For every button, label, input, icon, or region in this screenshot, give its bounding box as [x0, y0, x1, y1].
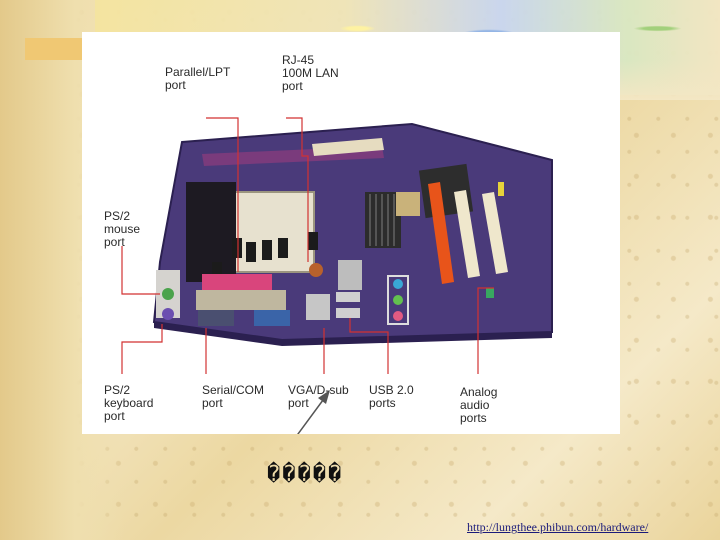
- leader-lines: [121, 117, 494, 374]
- audio-jack-green: [393, 295, 403, 305]
- leader-ps2-mouse: [121, 246, 160, 295]
- arrow-line: [297, 395, 327, 434]
- memory-slot-2: [312, 138, 384, 156]
- pci-slot-orange: [428, 182, 454, 284]
- accent-stripe: [25, 38, 87, 60]
- slide-caption: �����: [267, 462, 344, 487]
- ps2-keyboard-connector: [162, 308, 174, 320]
- leader-parallel: [206, 117, 239, 272]
- audio-jack-pink: [393, 311, 403, 321]
- chip-gold: [396, 192, 420, 216]
- leader-usb: [349, 318, 389, 374]
- usb-port-2: [336, 308, 360, 318]
- label-usb-ports: USB 2.0 ports: [369, 383, 414, 410]
- vga-port-connector: [254, 310, 290, 326]
- motherboard-diagram: [121, 117, 553, 434]
- leader-audio: [477, 287, 494, 374]
- serial-port-connector: [198, 310, 234, 326]
- label-ps2-keyboard-port: PS/2 keyboard port: [104, 383, 154, 423]
- label-audio-ports: Analog audio ports: [460, 385, 498, 425]
- ps2-mouse-connector: [162, 288, 174, 300]
- source-url-link[interactable]: http://lungthee.phibun.com/hardware/: [467, 520, 649, 534]
- label-ps2-mouse-port: PS/2 mouse port: [104, 209, 141, 249]
- leader-ps2-keyboard: [121, 324, 163, 374]
- pci-slot-1: [454, 190, 480, 278]
- motherboard-edge: [154, 322, 552, 346]
- parallel-port-connector: [202, 274, 272, 292]
- label-rj45-port: RJ-45 100M LAN port: [282, 53, 339, 93]
- pci-slot-2: [482, 192, 508, 274]
- leader-rj45: [286, 117, 309, 262]
- label-serial-port: Serial/COM port: [202, 383, 265, 410]
- heatsink-fins: [369, 194, 395, 246]
- usb-port-1: [336, 292, 360, 302]
- audio-port-housing: [387, 275, 409, 325]
- capacitors: [212, 232, 318, 280]
- label-vga-port: VGA/D-sub port: [288, 383, 349, 410]
- green-header: [486, 288, 494, 298]
- yellow-header: [498, 182, 504, 196]
- audio-jack-blue: [393, 279, 403, 289]
- parallel-port-body: [196, 290, 286, 310]
- label-parallel-port: Parallel/LPT port: [165, 65, 231, 92]
- inductor-coil: [309, 263, 323, 277]
- arrow-head: [318, 390, 330, 404]
- lan-port-housing: [338, 260, 362, 290]
- usb-port-housing: [306, 294, 330, 320]
- cpu-retention-frame: [186, 182, 236, 282]
